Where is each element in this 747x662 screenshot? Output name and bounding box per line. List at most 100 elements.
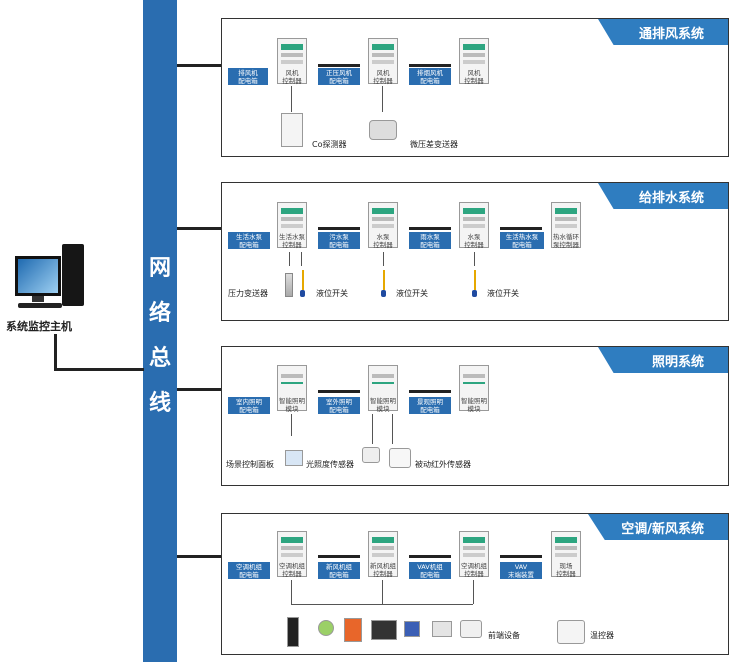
lighting-module <box>459 365 489 411</box>
power-box-tag: VAV机组配电箱 <box>409 562 451 579</box>
keyboard-icon <box>18 303 62 308</box>
field-device-icon <box>371 620 397 640</box>
controller-module <box>368 38 398 84</box>
wire <box>291 580 292 604</box>
controller-label: 新风机组控制器 <box>370 562 396 578</box>
connector <box>409 227 451 230</box>
connector <box>500 555 542 558</box>
level-switch-icon <box>383 270 385 290</box>
wire <box>474 252 475 266</box>
connector <box>318 227 360 230</box>
level-switch-icon <box>474 270 476 290</box>
connector <box>500 227 542 230</box>
thermostat-icon <box>557 620 585 644</box>
wire <box>382 580 383 604</box>
connector <box>409 64 451 67</box>
field-device-icon <box>460 620 482 638</box>
device-label: Co探测器 <box>312 140 347 149</box>
network-bus <box>143 0 177 662</box>
controller-label: 风机控制器 <box>282 69 302 85</box>
bus-label-char-3: 总 <box>148 345 171 371</box>
panel-title: 给排水系统 <box>638 191 704 206</box>
wire <box>392 414 393 444</box>
controller-module <box>551 531 581 577</box>
controller-label: 智能照明模块 <box>279 397 305 413</box>
power-box-tag: 空调机组配电箱 <box>228 562 270 579</box>
controller-label: 现场控制器 <box>556 562 576 578</box>
actuator-icon <box>344 618 362 642</box>
host-link-vertical <box>54 334 57 370</box>
scene-panel-icon <box>285 450 303 466</box>
connector <box>409 555 451 558</box>
power-box-tag: 排烟风机配电箱 <box>409 68 451 85</box>
wire <box>291 604 473 605</box>
device-label: 液位开关 <box>316 289 348 298</box>
controller-module <box>459 202 489 248</box>
infrared-sensor-icon <box>389 448 411 468</box>
device-label: 光照度传感器 <box>306 460 354 469</box>
lighting-module <box>277 365 307 411</box>
controller-label: 风机控制器 <box>464 69 484 85</box>
host-link-horizontal <box>54 368 144 371</box>
connector <box>409 390 451 393</box>
pc-tower-icon <box>62 244 84 306</box>
controller-module <box>368 202 398 248</box>
pressure-gauge-icon <box>285 273 293 297</box>
controller-label: 风机控制器 <box>373 69 393 85</box>
device-label: 液位开关 <box>487 289 519 298</box>
bus-label-char-4: 线 <box>148 390 171 416</box>
power-box-tag: 排风机配电箱 <box>228 68 268 85</box>
controller-module <box>459 38 489 84</box>
monitor-stand <box>32 296 44 302</box>
controller-label: 空调机组控制器 <box>279 562 305 578</box>
host-label: 系统监控主机 <box>6 320 72 333</box>
power-box-tag: 正压风机配电箱 <box>318 68 360 85</box>
wire <box>473 580 474 604</box>
pressure-transmitter-icon <box>369 120 397 140</box>
wire <box>289 252 290 266</box>
panel-title: 空调/新风系统 <box>621 522 704 537</box>
device-label: 压力变送器 <box>228 289 268 298</box>
device-label: 微压差变送器 <box>410 140 458 149</box>
controller-label: 智能照明模块 <box>461 397 487 413</box>
bus-label-char-2: 络 <box>148 300 171 326</box>
device-label: 被动红外传感器 <box>415 460 471 469</box>
level-switch-icon <box>302 270 304 290</box>
device-label: 温控器 <box>590 631 614 640</box>
power-box-tag: 生活热水泵配电箱 <box>500 232 544 249</box>
power-box-tag: 生活水泵配电箱 <box>228 232 270 249</box>
controller-label: 生活水泵控制器 <box>279 233 305 249</box>
lighting-module <box>368 365 398 411</box>
panel-title: 照明系统 <box>651 355 704 370</box>
device-label: 场景控制面板 <box>226 460 274 469</box>
field-device-icon <box>404 621 420 637</box>
controller-module <box>277 202 307 248</box>
light-sensor-icon <box>362 447 380 463</box>
connector <box>318 64 360 67</box>
monitor-icon <box>15 256 61 296</box>
field-device-icon <box>318 620 334 636</box>
controller-label: 水泵控制器 <box>464 233 484 249</box>
field-device-icon <box>287 617 299 647</box>
controller-label: 热水循环泵控制器 <box>553 233 579 249</box>
power-box-tag: 景观照明配电箱 <box>409 397 451 414</box>
wire <box>382 86 383 112</box>
power-box-tag: 室外照明配电箱 <box>318 397 360 414</box>
wire <box>291 86 292 112</box>
wire <box>301 252 302 266</box>
level-switch-float <box>381 290 386 297</box>
controller-module <box>277 38 307 84</box>
controller-module <box>277 531 307 577</box>
connector <box>318 555 360 558</box>
level-switch-float <box>472 290 477 297</box>
power-box-tag: 室内照明配电箱 <box>228 397 270 414</box>
co-detector-icon <box>281 113 303 147</box>
controller-label: 空调机组控制器 <box>461 562 487 578</box>
power-box-tag: 污水泵配电箱 <box>318 232 360 249</box>
power-box-tag: 雨水泵配电箱 <box>409 232 451 249</box>
device-label: 液位开关 <box>396 289 428 298</box>
panel-title: 通排风系统 <box>638 27 704 42</box>
wire <box>372 414 373 444</box>
panel-title-ribbon: 空调/新风系统 <box>588 514 728 540</box>
